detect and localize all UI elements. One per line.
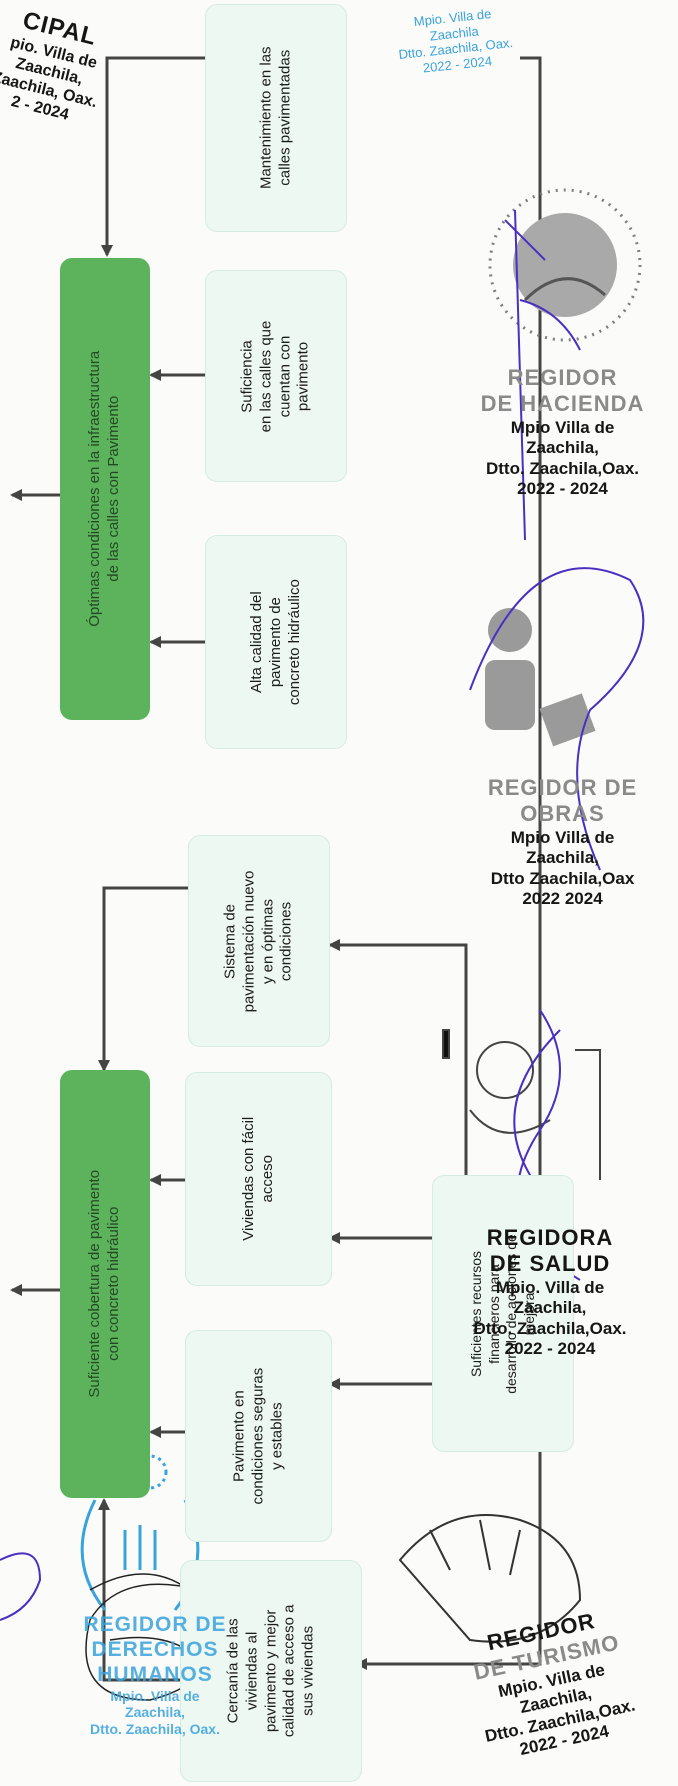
effect-box-cobertura: Suficiente cobertura de pavimento con co… — [60, 1070, 150, 1498]
cause-box-viviendas: Viviendas con fácil acceso — [185, 1072, 332, 1286]
cause-box-sistema: Sistema de pavimentación nuevo y en ópti… — [188, 835, 330, 1047]
national-seal-icon — [488, 188, 642, 342]
cause-text-viviendas: Viviendas con fácil acceso — [239, 1117, 276, 1241]
arrow-root-sistema — [328, 939, 468, 1200]
cause-box-suficiencia: Suficiencia en las calles que cuentan co… — [205, 270, 347, 482]
cause-box-alta-calidad: Alta calidad del pavimento de concreto h… — [205, 535, 347, 749]
effect-box-infraestructura: Óptimas condiciones en la infraestructur… — [60, 258, 150, 720]
cause-box-cercania: Cercanía de las viviendas al pavimento y… — [180, 1560, 362, 1782]
cause-text-pavimento-seguro: Pavimento en condiciones seguras y estab… — [230, 1367, 285, 1505]
cause-text-mantenimiento: Mantenimiento en las calles pavimentadas — [257, 46, 293, 190]
connector-mantenimiento — [101, 56, 205, 257]
cause-box-mantenimiento: Mantenimiento en las calles pavimentadas — [205, 4, 347, 232]
turismo-emblem-icon — [398, 1514, 582, 1643]
effect-text-cobertura: Suficiente cobertura de pavimento con co… — [86, 1170, 123, 1398]
cause-text-suficiencia: Suficiencia en las calles que cuentan co… — [238, 320, 312, 432]
effect-text-infraestructura: Óptimas condiciones en la infraestructur… — [86, 351, 123, 627]
cause-text-alta-calidad: Alta calidad del pavimento de concreto h… — [247, 579, 303, 705]
cause-box-pavimento-seguro: Pavimento en condiciones seguras y estab… — [185, 1330, 332, 1542]
stamp-regidor-derechos-humanos: REGIDOR DE DERECHOS HUMANOS Mpio. Villa … — [83, 1613, 227, 1738]
stamp-regidor-hacienda: REGIDOR DE HACIENDA Mpio Villa de Zaachi… — [480, 365, 645, 498]
connector-cercania — [98, 1498, 180, 1682]
root-cause-box: Suficientes recursos financieros para de… — [432, 1175, 574, 1452]
stamp-regidor-obras: REGIDOR DE OBRAS Mpio Villa de Zaachila,… — [487, 775, 638, 908]
stamp-regidora-salud: REGIDORA DE SALUD Mpio. Villa de Zaachil… — [473, 1225, 627, 1358]
salud-emblem-icon — [442, 1029, 601, 1180]
connector-sistema — [98, 886, 188, 1072]
cause-text-sistema: Sistema de pavimentación nuevo y en ópti… — [221, 870, 295, 1012]
